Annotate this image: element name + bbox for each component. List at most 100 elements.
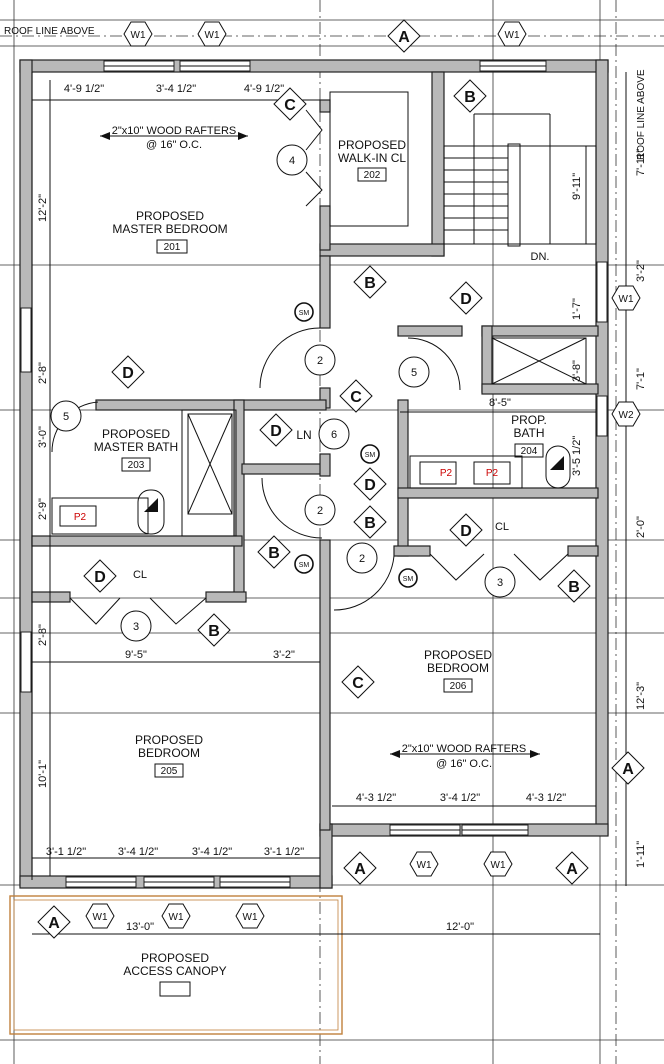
rafter-note-bottom: 2"x10" WOOD RAFTERS @ 16" O.C.	[390, 743, 540, 770]
dim-bottom-right-3: 4'-3 1/2"	[526, 792, 566, 804]
access-canopy-name: ACCESS CANOPY	[123, 964, 226, 978]
dim-right-1-11: 1'-11"	[635, 841, 647, 868]
svg-text:B: B	[208, 623, 220, 640]
tag-a-canopy: A	[37, 905, 71, 939]
svg-text:5: 5	[411, 367, 417, 379]
svg-text:SM: SM	[299, 310, 310, 317]
dim-right-3-2: 3'-2"	[635, 260, 647, 282]
tag-d-master: D	[111, 355, 145, 389]
window-w1-top-3: W1	[497, 21, 527, 47]
bedroom-205-name: BEDROOM	[138, 746, 200, 760]
window-w1-right: W1	[611, 285, 641, 311]
door-2-hall: 2	[304, 494, 336, 526]
svg-text:W1: W1	[169, 912, 184, 923]
bedroom-205-label: PROPOSED	[135, 733, 203, 747]
window-w1-canopy-3: W1	[235, 903, 265, 929]
dim-left-2-8-b: 2'-8"	[37, 624, 49, 646]
dim-bottom-right-1: 4'-3 1/2"	[356, 792, 396, 804]
roof-line-label-top: ROOF LINE ABOVE	[4, 26, 95, 37]
svg-text:B: B	[464, 89, 476, 106]
rafter-note-bottom-line1: 2"x10" WOOD RAFTERS	[402, 743, 527, 755]
fixture-p2-bath-2: P2	[486, 468, 499, 479]
dim-right-1-7: 1'-7"	[571, 298, 583, 320]
svg-text:W1: W1	[505, 30, 520, 41]
stair-down-label: DN.	[531, 251, 550, 263]
tag-a-right: A	[611, 751, 645, 785]
closet-label-205: CL	[133, 569, 147, 581]
svg-text:W1: W1	[205, 30, 220, 41]
dim-top-1: 4'-9 1/2"	[64, 83, 104, 95]
tag-b-linen: B	[257, 535, 291, 569]
svg-text:D: D	[364, 477, 376, 494]
bedroom-205-number: 205	[161, 766, 178, 777]
dim-bottom-right-2: 3'-4 1/2"	[440, 792, 480, 804]
tag-a-bottom-right: A	[555, 851, 589, 885]
door-2-master: 2	[304, 344, 336, 376]
master-bath-label: PROPOSED	[102, 427, 170, 441]
dim-bath-depth-b: 3'-5 1/2"	[571, 436, 583, 476]
svg-text:B: B	[364, 515, 376, 532]
closet-label-206: CL	[495, 521, 509, 533]
dimension-lines	[31, 72, 627, 935]
svg-text:A: A	[622, 761, 634, 778]
dim-right-7-11: 7'-11"	[635, 149, 647, 176]
svg-text:C: C	[284, 97, 296, 114]
svg-text:A: A	[398, 29, 410, 46]
tag-d-closet206: D	[449, 513, 483, 547]
dim-top-3: 4'-9 1/2"	[244, 83, 284, 95]
tag-b-closet205: B	[197, 613, 231, 647]
dim-master-depth: 12'-2"	[37, 194, 49, 222]
dim-canopy-width: 13'-0"	[126, 921, 154, 933]
svg-text:A: A	[354, 861, 366, 878]
svg-text:D: D	[94, 569, 106, 586]
svg-text:B: B	[568, 579, 580, 596]
door-2-206: 2	[346, 542, 378, 574]
master-bath-number: 203	[128, 460, 145, 471]
svg-text:4: 4	[289, 155, 295, 167]
rafter-note-top-line1: 2"x10" WOOD RAFTERS	[112, 125, 237, 137]
svg-text:2: 2	[317, 505, 323, 517]
tag-b-closet206: B	[557, 569, 591, 603]
smoke-detector-icon: SM	[360, 444, 380, 464]
walk-in-closet-number: 202	[364, 170, 381, 181]
linen-label: LN	[296, 428, 311, 442]
tag-d-bath: D	[449, 281, 483, 315]
master-bath-name: MASTER BATH	[94, 440, 178, 454]
exterior-walls	[19, 59, 609, 889]
dim-closet-1: 9'-5"	[125, 649, 147, 661]
svg-text:SM: SM	[365, 452, 376, 459]
svg-text:A: A	[566, 861, 578, 878]
bedroom-206-number: 206	[450, 681, 467, 692]
roof-line-label-side: ROOF LINE ABOVE	[636, 69, 647, 160]
wall-type-tags: A B C B D D C D D B D B D B B C A A A A	[37, 19, 645, 939]
dim-bottom-left-2: 3'-4 1/2"	[118, 846, 158, 858]
svg-text:D: D	[460, 523, 472, 540]
bedroom-206-label: PROPOSED	[424, 648, 492, 662]
svg-text:W1: W1	[619, 294, 634, 305]
dim-bottom-left-1: 3'-1 1/2"	[46, 846, 86, 858]
bedroom-206-name: BEDROOM	[427, 661, 489, 675]
dim-right-width: 12'-0"	[446, 921, 474, 933]
master-bedroom-name: MASTER BEDROOM	[112, 222, 227, 236]
dim-right-2-0: 2'-0"	[635, 516, 647, 538]
svg-text:D: D	[460, 291, 472, 308]
dim-stair-run: 9'-11"	[571, 173, 583, 200]
dim-top-2: 3'-4 1/2"	[156, 83, 196, 95]
interior-walls	[31, 71, 599, 831]
svg-text:2: 2	[359, 553, 365, 565]
svg-text:SM: SM	[299, 562, 310, 569]
walk-in-closet-label: PROPOSED	[338, 138, 406, 152]
door-5-master: 5	[50, 400, 82, 432]
smoke-detector-icon: SM	[294, 302, 314, 322]
tag-a-top: A	[387, 19, 421, 53]
smoke-detector-icon: SM	[398, 568, 418, 588]
tag-c-hall: C	[339, 379, 373, 413]
svg-text:3: 3	[497, 577, 503, 589]
bath-204-number: 204	[521, 446, 538, 457]
door-5-bath: 5	[398, 356, 430, 388]
tag-b-closet: B	[353, 265, 387, 299]
rafter-note-bottom-line2: @ 16" O.C.	[436, 758, 492, 770]
master-bedroom-label: PROPOSED	[136, 209, 204, 223]
dim-bath-depth-a: 3'-8"	[571, 360, 583, 382]
